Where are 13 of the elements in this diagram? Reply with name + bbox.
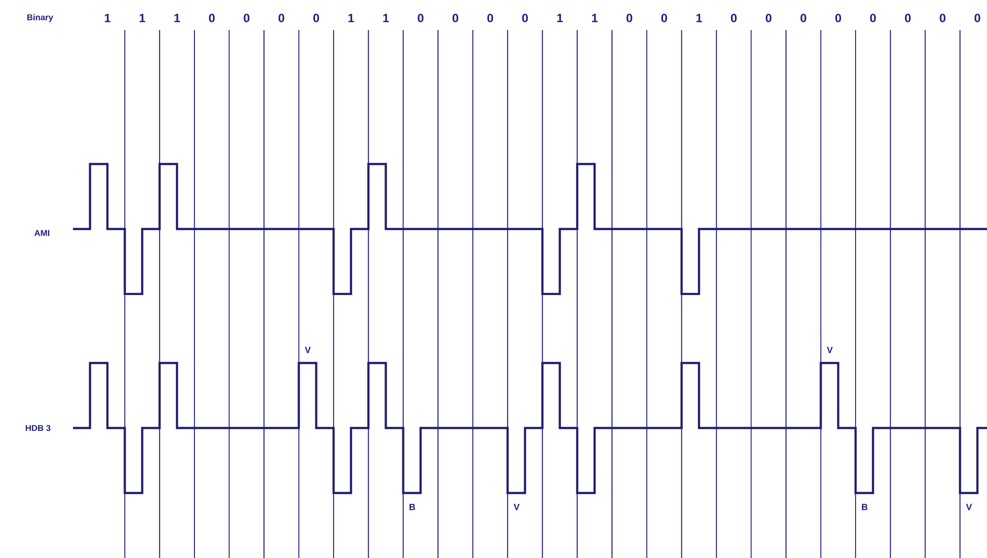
bit-label: 1 <box>694 12 704 24</box>
bit-label: 1 <box>346 12 356 24</box>
bit-label: 0 <box>451 12 460 24</box>
bit-label: 0 <box>277 12 286 24</box>
bit-label: 0 <box>625 12 634 24</box>
bit-label: 0 <box>973 12 982 24</box>
row-label: Binary <box>26 13 54 23</box>
bit-label: 0 <box>520 12 530 24</box>
bit-label: 0 <box>799 12 808 24</box>
row-label: AMI <box>33 229 51 237</box>
bit-label: 1 <box>172 12 182 24</box>
bit-label: 0 <box>868 12 878 24</box>
bit-label: 1 <box>103 12 112 24</box>
